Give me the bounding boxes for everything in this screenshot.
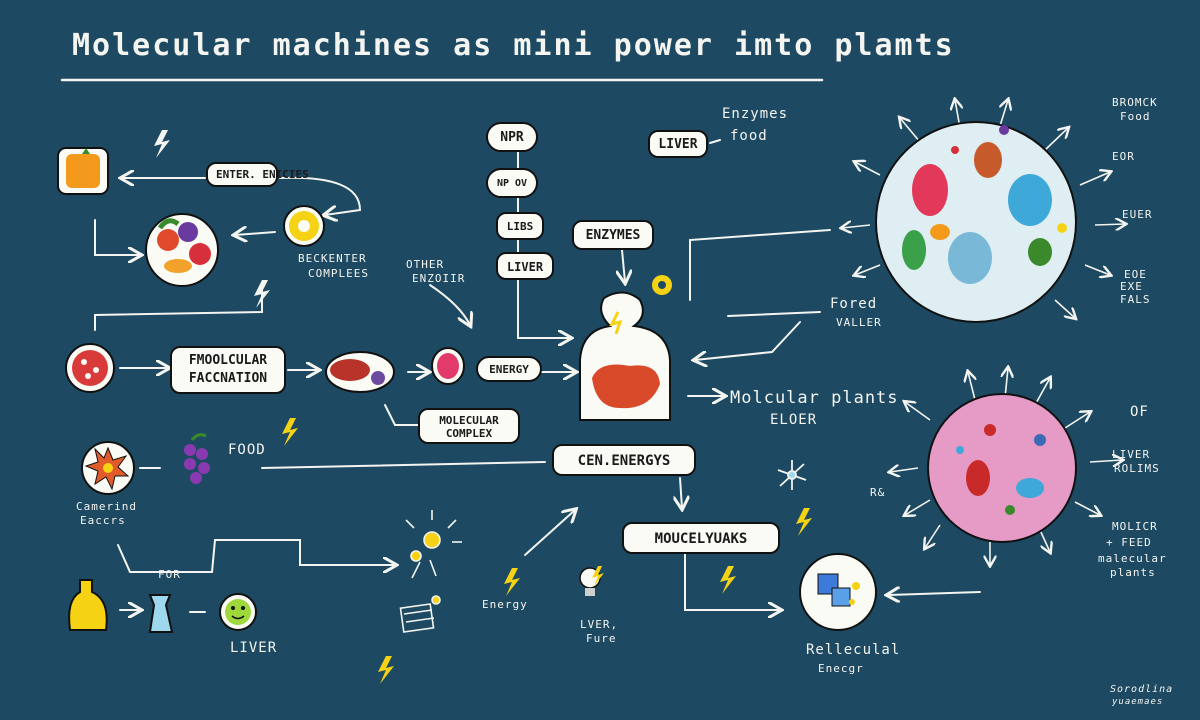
molicr-label-4: plants xyxy=(1110,566,1156,579)
camerind-label-2: Eaccrs xyxy=(80,514,126,527)
lver-fure-label: LVER, xyxy=(580,618,619,631)
meat-icon xyxy=(325,351,395,393)
eor-label: EOR xyxy=(1112,150,1135,163)
liver-top-box: LIVER xyxy=(648,130,708,158)
molecule-cell-icon xyxy=(875,121,1077,323)
enzymes-food-label-2: food xyxy=(730,128,768,144)
signature: Sorodlina xyxy=(1110,684,1174,695)
molicr-label-3: malecular xyxy=(1098,552,1167,565)
for-label: FOR xyxy=(158,568,181,581)
sparkle-molecule-icon xyxy=(405,510,462,579)
signature-2: yuaemaes xyxy=(1112,697,1164,707)
liver-right-label-2: ROLIMS xyxy=(1114,462,1160,475)
libs-box: LIBS xyxy=(496,212,544,240)
enzymes-food-label: Enzymes xyxy=(722,106,789,122)
page-title: Molecular machines as mini power imto pl… xyxy=(72,28,955,63)
eoe-label-3: FALS xyxy=(1120,293,1151,306)
snowflake-icon xyxy=(777,460,807,490)
liver-right-label: LIVER xyxy=(1112,448,1151,461)
liver-bottom-label: LIVER xyxy=(230,640,278,656)
orange-icon xyxy=(57,147,109,195)
grapes-icon xyxy=(184,433,210,484)
molecule-cell-icon xyxy=(927,393,1077,543)
smiley-icon xyxy=(219,593,257,631)
npr-box: NPR xyxy=(486,122,538,152)
eloer-label: ELOER xyxy=(770,412,818,428)
relleculal-label: Relleculal xyxy=(806,642,901,658)
red-bean-icon xyxy=(431,347,465,385)
molcular-plants-label: Molcular plants xyxy=(730,388,899,408)
fored-vauler-label: Fored xyxy=(830,296,878,312)
fruit-bowl-icon xyxy=(145,213,219,287)
energy-pill: ENERGY xyxy=(476,356,542,382)
cen-energys-box: CEN.ENERGYS xyxy=(552,444,696,476)
of-label: OF xyxy=(1130,404,1149,420)
brocck-food-label: BROMCK xyxy=(1112,96,1158,109)
rr-label: R& xyxy=(870,486,886,499)
fmoolcular-box: FMOOLCULAR FACCNATION xyxy=(170,346,286,394)
molicr-label: MOLICR xyxy=(1112,520,1158,533)
molicr-label-2: + FEED xyxy=(1106,536,1152,549)
camerind-label: Camerind xyxy=(76,500,137,513)
food-label-left: FOOD xyxy=(228,442,266,458)
flask-icon xyxy=(148,594,174,633)
relleculal-label-2: Enecgr xyxy=(818,662,864,675)
lver-fure-label-2: Fure xyxy=(586,632,617,645)
body-liver-icon xyxy=(579,291,671,421)
np-ov-box: NP OV xyxy=(486,168,538,198)
crate-icon xyxy=(399,595,441,633)
lemon-icon xyxy=(283,205,325,247)
enzyme-cell-icon xyxy=(652,275,672,295)
bottle-icon xyxy=(68,579,108,631)
other-enzoiir-label-2: ENZOIIR xyxy=(412,272,466,285)
enzymes-box: ENZYMES xyxy=(572,220,654,250)
energy-bottom-label: Energy xyxy=(482,598,528,611)
star-flower-icon xyxy=(81,441,135,495)
beckenter-label: BECKENTER xyxy=(298,252,367,265)
eoe-label-2: EXE xyxy=(1120,280,1143,293)
fored-vauler-label-2: VALLER xyxy=(836,316,882,329)
complees-label: COMPLEES xyxy=(308,267,369,280)
euer-label: EUER xyxy=(1122,208,1153,221)
liver-small-box: LIVER xyxy=(496,252,554,280)
lightning-bolt-icon xyxy=(154,130,812,684)
eoe-label: EOE xyxy=(1124,268,1147,281)
tomato-slice-icon xyxy=(65,343,115,393)
enter-enzymes-box: ENTER. ENICIES xyxy=(206,162,309,187)
moucelyuaks-box: MOUCELYUAKS xyxy=(622,522,780,554)
brocck-food-label-2: Food xyxy=(1120,110,1151,123)
crate-icon xyxy=(799,553,877,631)
molecular-complex-box: MOLECULAR COMPLEX xyxy=(418,408,520,444)
other-enzoiir-label: OTHER xyxy=(406,258,445,271)
